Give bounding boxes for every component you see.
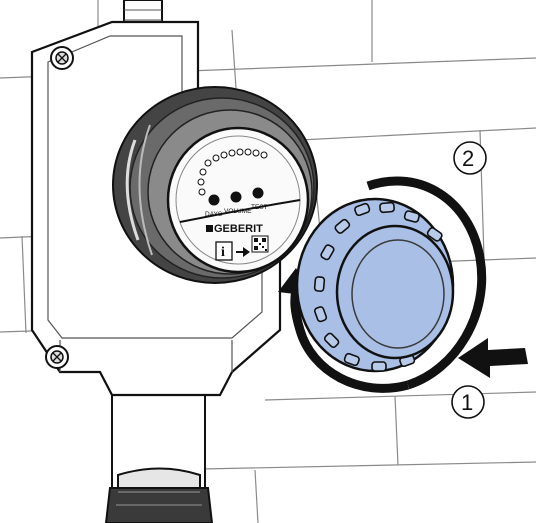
brand-logo: GEBERIT <box>214 223 263 235</box>
info-icon: i <box>215 241 233 261</box>
test-button[interactable] <box>252 187 264 199</box>
arrow-right-icon <box>236 247 250 257</box>
step-2-badge: 2 <box>453 141 487 175</box>
led-indicator-row <box>197 148 268 196</box>
face-divider <box>179 199 301 223</box>
svg-text:i: i <box>221 245 225 260</box>
push-arrow-icon <box>458 338 528 378</box>
drain-pipe <box>104 395 214 523</box>
days-button[interactable] <box>208 194 220 206</box>
cap-grip-ridges <box>313 201 443 372</box>
volume-button[interactable] <box>230 191 242 203</box>
blue-cap[interactable] <box>295 197 455 373</box>
step-2-label: 2 <box>462 146 474 171</box>
brand-square-icon <box>206 225 213 232</box>
qr-code-icon <box>251 235 269 253</box>
rotate-arrow-icon <box>290 176 487 393</box>
step-1-label: 1 <box>461 390 473 415</box>
device-face: DAYS VOLUME TEST GEBERIT i <box>166 126 310 274</box>
screw-bottom-left <box>45 345 69 369</box>
screw-top-left <box>50 46 74 70</box>
step-1-badge: 1 <box>451 385 485 419</box>
